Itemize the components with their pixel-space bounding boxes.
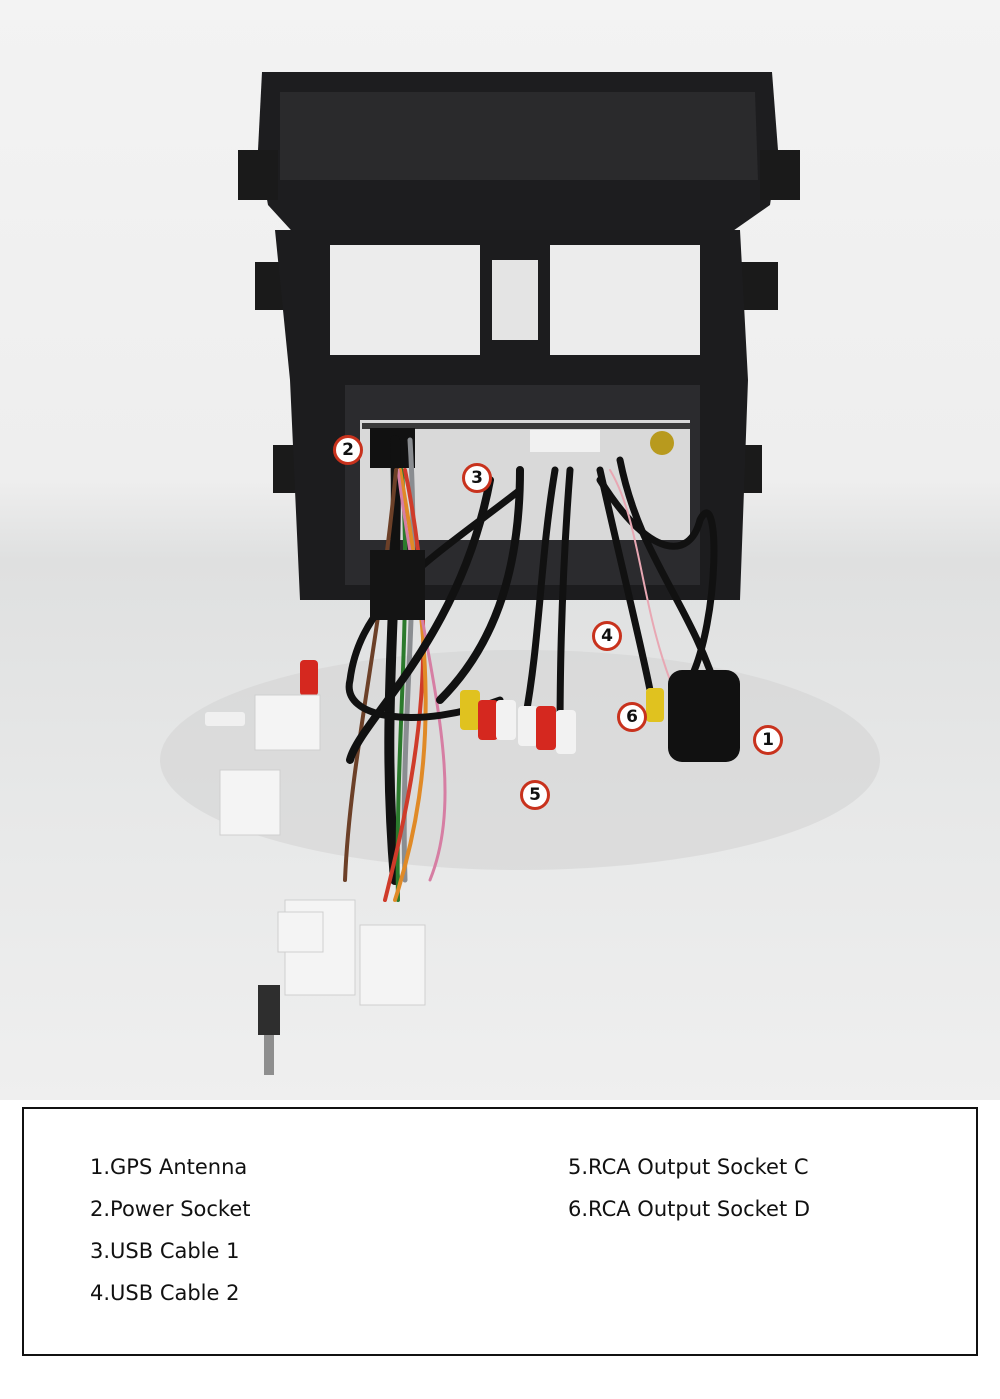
legend-box: 1.GPS Antenna 2.Power Socket 3.USB Cable… bbox=[22, 1107, 978, 1356]
callout-3: 3 bbox=[462, 463, 492, 493]
legend-item-rca-output-d: 6.RCA Output Socket D bbox=[568, 1197, 811, 1221]
product-photo: 1 2 3 4 5 6 bbox=[0, 0, 1000, 1100]
legend-item-usb-cable-2: 4.USB Cable 2 bbox=[90, 1281, 240, 1305]
legend-item-gps-antenna: 1.GPS Antenna bbox=[90, 1155, 248, 1179]
legend-item-rca-output-c: 5.RCA Output Socket C bbox=[568, 1155, 809, 1179]
radio-frame-illustration bbox=[160, 72, 880, 1075]
legend-item-usb-cable-1: 3.USB Cable 1 bbox=[90, 1239, 240, 1263]
callout-4: 4 bbox=[592, 621, 622, 651]
callout-5: 5 bbox=[520, 780, 550, 810]
callout-6: 6 bbox=[617, 702, 647, 732]
callout-1: 1 bbox=[753, 725, 783, 755]
callout-2: 2 bbox=[333, 435, 363, 465]
legend-item-power-socket: 2.Power Socket bbox=[90, 1197, 251, 1221]
